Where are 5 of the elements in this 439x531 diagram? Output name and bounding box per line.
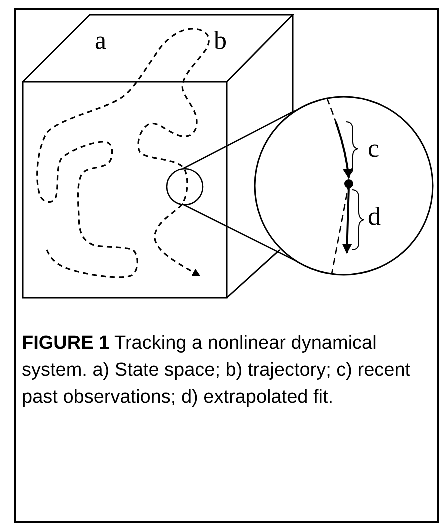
part-label: b bbox=[214, 28, 227, 54]
figure-caption: FIGURE 1 Tracking a nonlinear dynamical system. a) State space; b) trajectory; c) recent past observations; d) extrapolated fit. bbox=[22, 332, 412, 410]
part-label: d bbox=[368, 204, 381, 230]
part-label: a bbox=[95, 28, 107, 54]
part-label: c bbox=[368, 136, 380, 162]
